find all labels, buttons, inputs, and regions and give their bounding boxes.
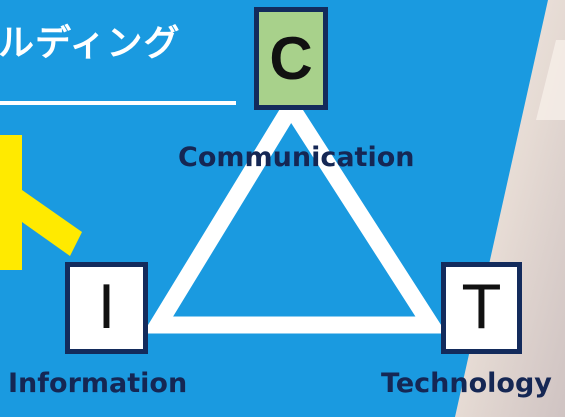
letter-c: C — [269, 24, 313, 92]
information-box: I — [65, 262, 148, 354]
heading-fragment: ルディング — [0, 23, 181, 64]
technology-label: Technology — [381, 368, 552, 399]
technology-box: T — [441, 262, 522, 354]
communication-label: Communication — [178, 142, 415, 173]
information-label: Information — [8, 368, 188, 399]
yellow-katakana-glyph — [0, 135, 82, 270]
communication-box: C — [254, 7, 328, 110]
heading-underline — [0, 101, 236, 105]
letter-i: I — [97, 273, 116, 343]
letter-t: T — [463, 273, 500, 343]
